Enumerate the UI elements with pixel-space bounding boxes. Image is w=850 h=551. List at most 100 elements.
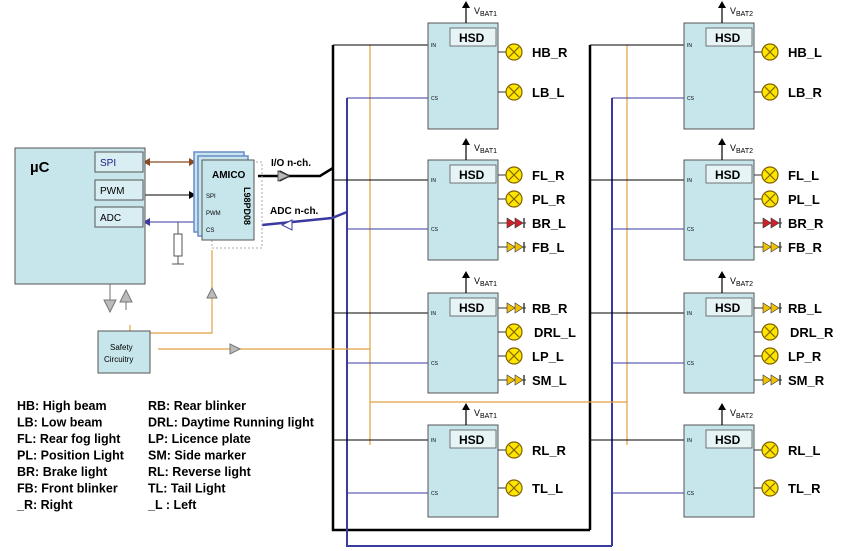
output-label: LP_R xyxy=(788,349,822,364)
output-label: DRL_L xyxy=(534,325,576,340)
amico-pin-cs: CS xyxy=(206,228,214,234)
legend-entry: RB: Rear blinker xyxy=(148,399,246,413)
lamp-icon xyxy=(764,46,776,58)
safety-circuitry-block: Safety Circuitry xyxy=(97,330,151,374)
lamp-icon xyxy=(764,482,776,494)
lamp-icon xyxy=(508,193,520,205)
legend-entry: LP: Licence plate xyxy=(148,432,251,446)
output-label: LB_R xyxy=(788,85,823,100)
legend-entry: DRL: Daytime Running light xyxy=(148,416,315,430)
hsd-pin-in: IN xyxy=(431,311,436,317)
io-link xyxy=(258,166,334,178)
lamp-icon xyxy=(764,326,776,338)
amico-title: AMICO xyxy=(212,170,246,181)
output-pl_r: PL_R xyxy=(498,190,566,208)
supply-label: VBAT1 xyxy=(474,143,497,155)
output-label: TL_R xyxy=(788,481,821,496)
legend-entry: HB: High beam xyxy=(17,399,107,413)
output-hb_l: HB_L xyxy=(754,43,822,61)
legend-entry: RL: Reverse light xyxy=(148,465,252,479)
lamp-icon xyxy=(508,46,520,58)
lamp-icon xyxy=(508,482,520,494)
output-lp_l: LP_L xyxy=(498,347,564,365)
output-label: PL_R xyxy=(532,192,566,207)
legend-entry: PL: Position Light xyxy=(17,449,125,463)
lamp-icon xyxy=(764,169,776,181)
microcontroller-block: µC SPI PWM ADC xyxy=(14,147,146,285)
lamp-icon xyxy=(508,326,520,338)
output-label: BR_L xyxy=(532,216,566,231)
output-label: FL_L xyxy=(788,168,819,183)
output-tl_l: TL_L xyxy=(498,479,563,497)
adc-bus-left xyxy=(346,98,612,547)
output-label: LB_L xyxy=(532,85,565,100)
hsd-pin-in: IN xyxy=(687,178,692,184)
supply-label: VBAT1 xyxy=(474,408,497,420)
output-fl_l: FL_L xyxy=(754,166,819,184)
output-label: PL_L xyxy=(788,192,820,207)
output-label: FB_L xyxy=(532,240,565,255)
amico-chip: AMICO SPI PWM CS L98PD08 xyxy=(193,151,263,249)
legend-entry: FL: Rear fog light xyxy=(17,432,121,446)
output-label: FB_R xyxy=(788,240,823,255)
output-label: HB_R xyxy=(532,45,568,60)
hsd-pin-cs: CS xyxy=(687,96,695,102)
output-rb_r: RB_R xyxy=(498,301,568,316)
io-bus-left xyxy=(331,45,590,532)
amico-part-number: L98PD08 xyxy=(242,187,252,225)
hsd-layer: HSDINCSVBAT1HB_RLB_LHSDINCSVBAT1FL_RPL_R… xyxy=(427,1,834,518)
legend-entry: _R: Right xyxy=(16,498,73,512)
hsd-pin-cs: CS xyxy=(687,227,695,233)
hsd-pin-cs: CS xyxy=(431,361,439,367)
mcu-title: µC xyxy=(30,159,50,176)
hsd-pin-cs: CS xyxy=(431,96,439,102)
lamp-icon xyxy=(764,193,776,205)
hsd-pin-cs: CS xyxy=(687,491,695,497)
output-fl_r: FL_R xyxy=(498,166,565,184)
hsd-pin-in: IN xyxy=(431,43,436,49)
output-br_r: BR_R xyxy=(754,216,824,231)
hsd-pin-in: IN xyxy=(431,178,436,184)
hsd-title: HSD xyxy=(459,168,485,182)
mcu-port-spi-label: SPI xyxy=(100,158,116,169)
mcu-port-adc xyxy=(94,206,144,228)
output-sm_l: SM_L xyxy=(498,373,567,388)
output-br_l: BR_L xyxy=(498,216,566,231)
output-label: RL_R xyxy=(532,443,567,458)
legend-entry: FB: Front blinker xyxy=(17,482,118,496)
output-drl_r: DRL_R xyxy=(754,323,834,341)
hsd-title: HSD xyxy=(459,433,485,447)
legend-entry: BR: Brake light xyxy=(17,465,108,479)
hsd-pin-cs: CS xyxy=(431,227,439,233)
output-sm_r: SM_R xyxy=(754,373,825,388)
hsd-title: HSD xyxy=(715,433,741,447)
io-bus-label: I/O n-ch. xyxy=(271,158,311,169)
hsd-pin-cs: CS xyxy=(687,361,695,367)
output-pl_l: PL_L xyxy=(754,190,820,208)
supply-label: VBAT2 xyxy=(730,6,753,18)
output-label: HB_L xyxy=(788,45,822,60)
output-label: RB_L xyxy=(788,301,822,316)
output-label: DRL_R xyxy=(790,325,834,340)
legend-entry: SM: Side marker xyxy=(148,449,246,463)
mcu-port-spi xyxy=(94,151,144,173)
lamp-icon xyxy=(508,444,520,456)
mcu-port-pwm-label: PWM xyxy=(100,186,124,197)
hsd-title: HSD xyxy=(459,31,485,45)
adc-bus-label: ADC n-ch. xyxy=(270,206,319,217)
output-fb_r: FB_R xyxy=(754,240,823,255)
hsd-pin-cs: CS xyxy=(431,491,439,497)
supply-label: VBAT2 xyxy=(730,408,753,420)
lamp-icon xyxy=(764,444,776,456)
lamp-icon xyxy=(508,169,520,181)
safety-line1: Safety xyxy=(110,343,133,352)
lamp-icon xyxy=(508,86,520,98)
